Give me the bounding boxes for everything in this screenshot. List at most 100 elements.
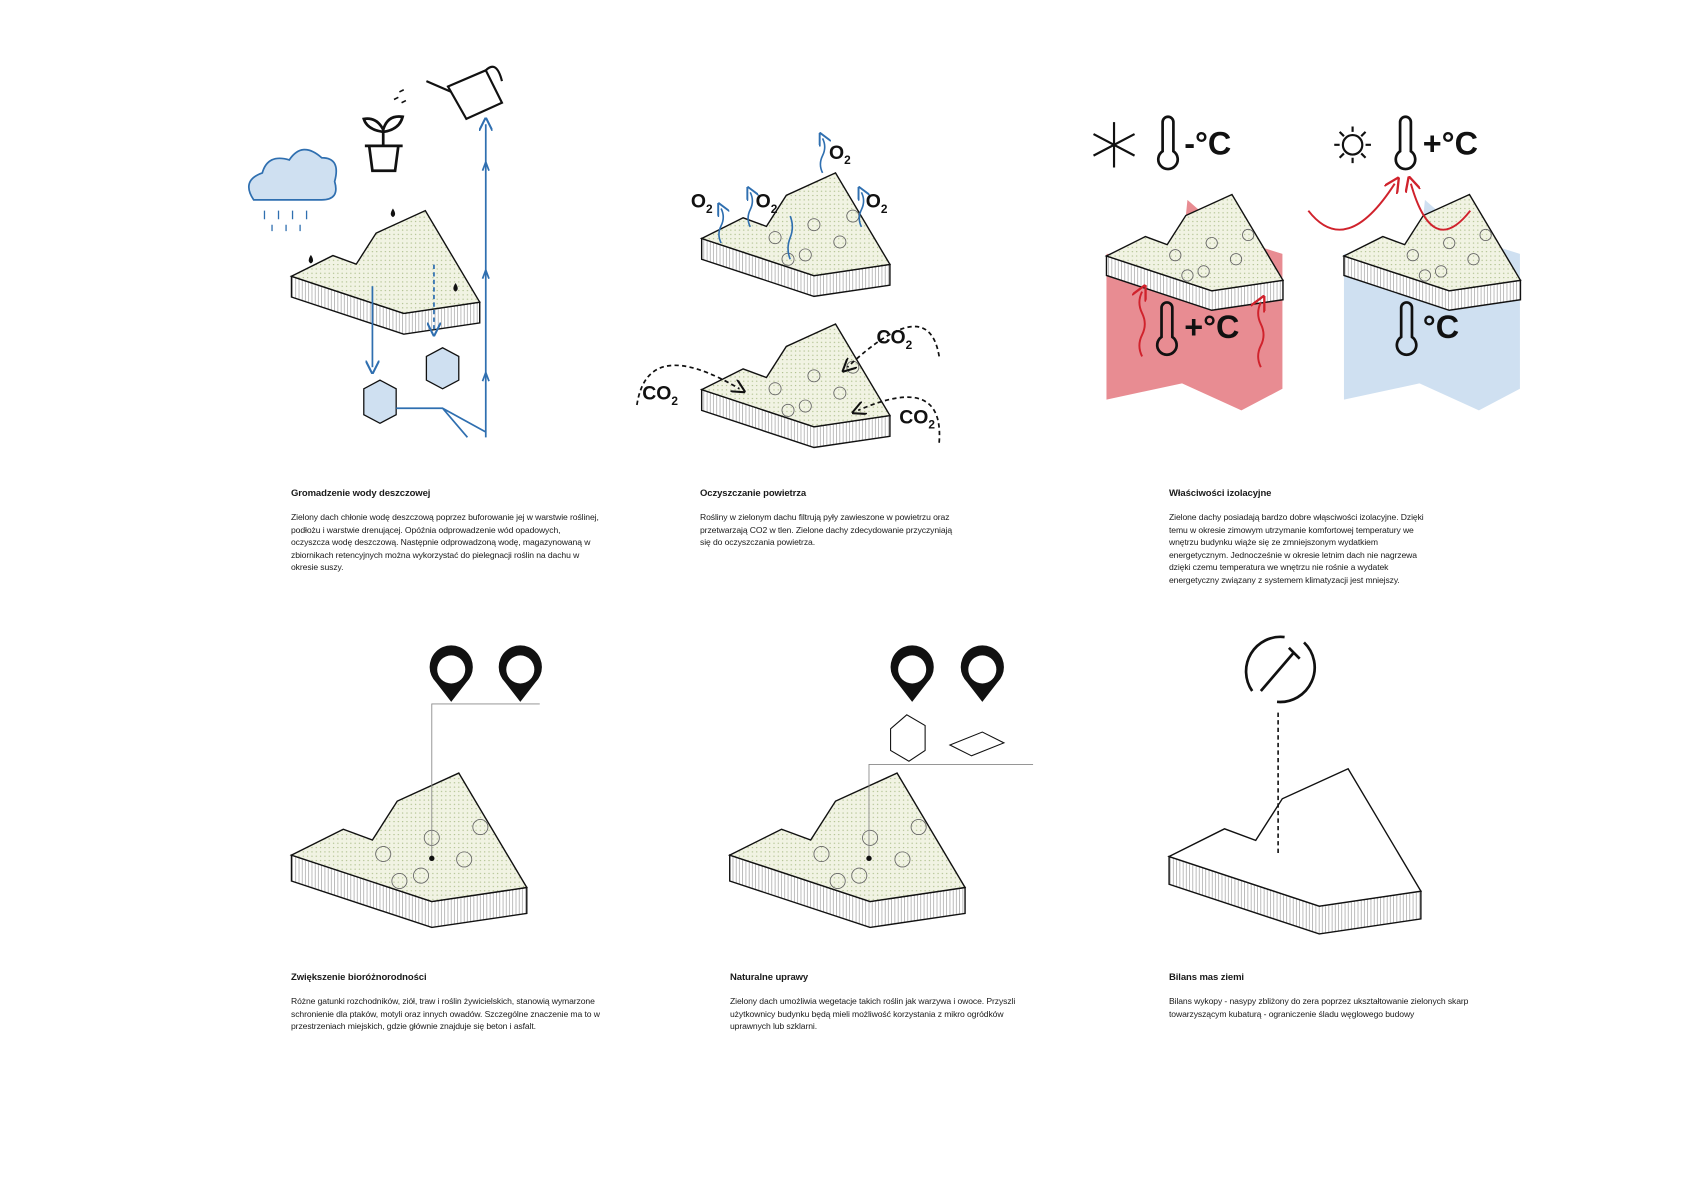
info-block-crops: Naturalne uprawy Zielony dach umożliwia … — [730, 972, 1020, 1033]
tree-symbol — [1229, 253, 1243, 266]
info-block-air: Oczyszczanie powietrza Rośliny w zielony… — [700, 488, 960, 549]
roof-surface — [289, 772, 528, 903]
svg-text:O2: O2 — [866, 190, 888, 215]
hot-temp-label: +°C — [1423, 126, 1478, 162]
rain-drops — [263, 210, 308, 232]
tree-symbol — [894, 851, 911, 868]
tree-symbol — [413, 867, 429, 884]
house-leaf-pin-icon — [890, 645, 934, 702]
block-body: Zielony dach umożliwia wegetacje takich … — [730, 996, 1016, 1032]
tree-symbol — [1197, 265, 1210, 278]
tree-symbol — [781, 403, 795, 417]
tree-symbol — [375, 846, 392, 863]
cold-temp-label: -°C — [1184, 126, 1231, 162]
block-title: Gromadzenie wody deszczowej — [291, 488, 431, 499]
tree-symbol — [1467, 253, 1480, 266]
tree-symbol — [833, 386, 847, 400]
tree-symbol — [798, 248, 812, 262]
tree-symbol — [798, 399, 812, 413]
tree-symbol — [807, 369, 821, 383]
green-roof-building — [699, 323, 892, 449]
block-body: Różne gatunki rozchodników, ziół, traw i… — [291, 996, 600, 1032]
info-block-rainwater: Gromadzenie wody deszczowej Zielony dach… — [291, 488, 601, 574]
tree-symbol — [1418, 269, 1432, 282]
roof-surface — [699, 323, 892, 428]
tree-symbol — [851, 867, 868, 884]
tree-symbol — [472, 819, 489, 836]
point-marker — [866, 855, 872, 862]
oxygen-labels: O2 O2 O2 O2 — [691, 142, 888, 216]
info-block-biodiversity: Zwiększenie bioróżnorodności Różne gatun… — [291, 972, 601, 1033]
co2-labels: CO2 CO2 CO2 — [642, 326, 935, 431]
green-roof-building — [727, 772, 967, 929]
block-title: Bilans mas ziemi — [1169, 972, 1244, 983]
snowflake-icon — [1093, 122, 1136, 168]
block-title: Właściwości izolacyjne — [1169, 488, 1272, 499]
svg-text:CO2: CO2 — [877, 326, 913, 351]
tree-symbol — [768, 231, 782, 245]
leader-lines — [431, 703, 1034, 859]
roof-surface — [699, 171, 892, 277]
greenhouse-icon — [890, 714, 926, 762]
return-pipe — [396, 124, 486, 438]
potted-plant-icon — [362, 115, 405, 173]
garden-bed-icon — [948, 731, 1006, 757]
o2-label: O — [691, 190, 706, 212]
svg-text:O2: O2 — [756, 190, 778, 215]
tree-symbol — [910, 819, 927, 836]
water-droplet-icons — [308, 208, 458, 292]
svg-text:O2: O2 — [829, 142, 851, 167]
rainwater-system — [247, 124, 489, 438]
roof-surface — [1342, 193, 1522, 292]
tree-symbol — [813, 846, 830, 863]
tree-symbol — [1443, 236, 1456, 250]
tree-symbol — [1205, 236, 1218, 250]
oxygen-arrows — [719, 138, 864, 260]
tree-symbol — [391, 873, 408, 890]
heat-arrows — [1139, 184, 1472, 368]
sun-icon — [1334, 126, 1371, 164]
co2-arrows — [636, 325, 941, 443]
butterfly-pin-icon — [429, 645, 473, 702]
green-roof-building — [1167, 767, 1423, 935]
thermometer-icons — [1155, 115, 1418, 357]
tree-symbol — [829, 873, 846, 890]
info-block-insulation: Właściwości izolacyjne Zielone dachy pos… — [1169, 488, 1429, 587]
tree-symbol — [1181, 269, 1194, 282]
tree-symbol — [1479, 228, 1492, 242]
retention-tank-1 — [363, 379, 397, 425]
bee-pin-icon — [498, 645, 542, 702]
roof-surface — [727, 772, 967, 903]
block-body: Zielone dachy posiadają bardzo dobre włą… — [1169, 512, 1424, 585]
tree-symbol — [456, 851, 473, 868]
block-body: Zielony dach chłonie wodę deszczową popr… — [291, 512, 599, 573]
tree-symbol — [1435, 265, 1448, 278]
carrot-pin-icon — [960, 645, 1004, 702]
block-body: Rośliny w zielonym dachu filtrują pyły z… — [700, 512, 953, 548]
block-title: Naturalne uprawy — [730, 972, 809, 983]
tree-symbol — [1242, 228, 1255, 242]
green-roof-building — [1342, 193, 1522, 311]
block-body: Bilans wykopy - nasypy zbliżony do zera … — [1169, 996, 1469, 1019]
tree-symbol — [1169, 249, 1182, 262]
tree-symbol — [862, 829, 879, 846]
green-roof-building — [289, 772, 528, 929]
tree-symbol — [833, 235, 847, 249]
block-title: Zwiększenie bioróżnorodności — [291, 972, 427, 983]
svg-text:O2: O2 — [691, 190, 713, 215]
roof-surface — [1167, 767, 1423, 907]
recycle-shovel-icon — [1244, 635, 1317, 853]
co2-label: CO — [642, 383, 671, 405]
tree-symbol — [807, 218, 821, 232]
cloud-icon — [247, 148, 338, 201]
watering-can-icon — [393, 65, 504, 121]
block-title: Oczyszczanie powietrza — [700, 488, 807, 499]
inside-neutral-label: °C — [1423, 309, 1459, 345]
retention-tank-2 — [425, 347, 460, 390]
roof-surface — [1104, 193, 1285, 292]
point-marker — [429, 855, 435, 862]
green-roof-building — [1104, 193, 1285, 311]
svg-text:CO2: CO2 — [642, 383, 678, 408]
info-block-earth-balance: Bilans mas ziemi Bilans wykopy - nasypy … — [1169, 972, 1479, 1020]
